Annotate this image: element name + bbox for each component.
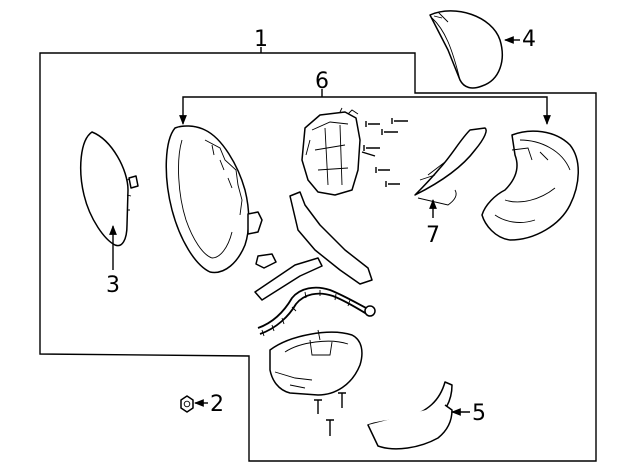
mirror-base [269,329,363,396]
mirror-glass-part [79,131,139,270]
callout-2-label: 2 [210,392,224,417]
callout-6-bracket [179,96,551,125]
lower-cover-part [367,381,470,450]
cover-cap-part [429,10,520,89]
callout-3-label: 3 [106,273,120,298]
bolt-set [314,392,346,436]
screw-set [361,118,408,187]
callout-1-label: 1 [254,27,268,52]
assembly-outline [39,52,597,462]
callout-6-label: 6 [315,69,329,94]
mirror-actuator [301,107,361,196]
wiring-harness [254,191,376,337]
callout-5-label: 5 [472,401,486,426]
nut-part [180,395,208,413]
callout-7-label: 7 [426,223,440,248]
callout-4-label: 4 [522,27,536,52]
outer-housing-shell [481,130,579,241]
signal-lens-part [414,127,487,218]
mirror-housing-frame [165,125,277,274]
